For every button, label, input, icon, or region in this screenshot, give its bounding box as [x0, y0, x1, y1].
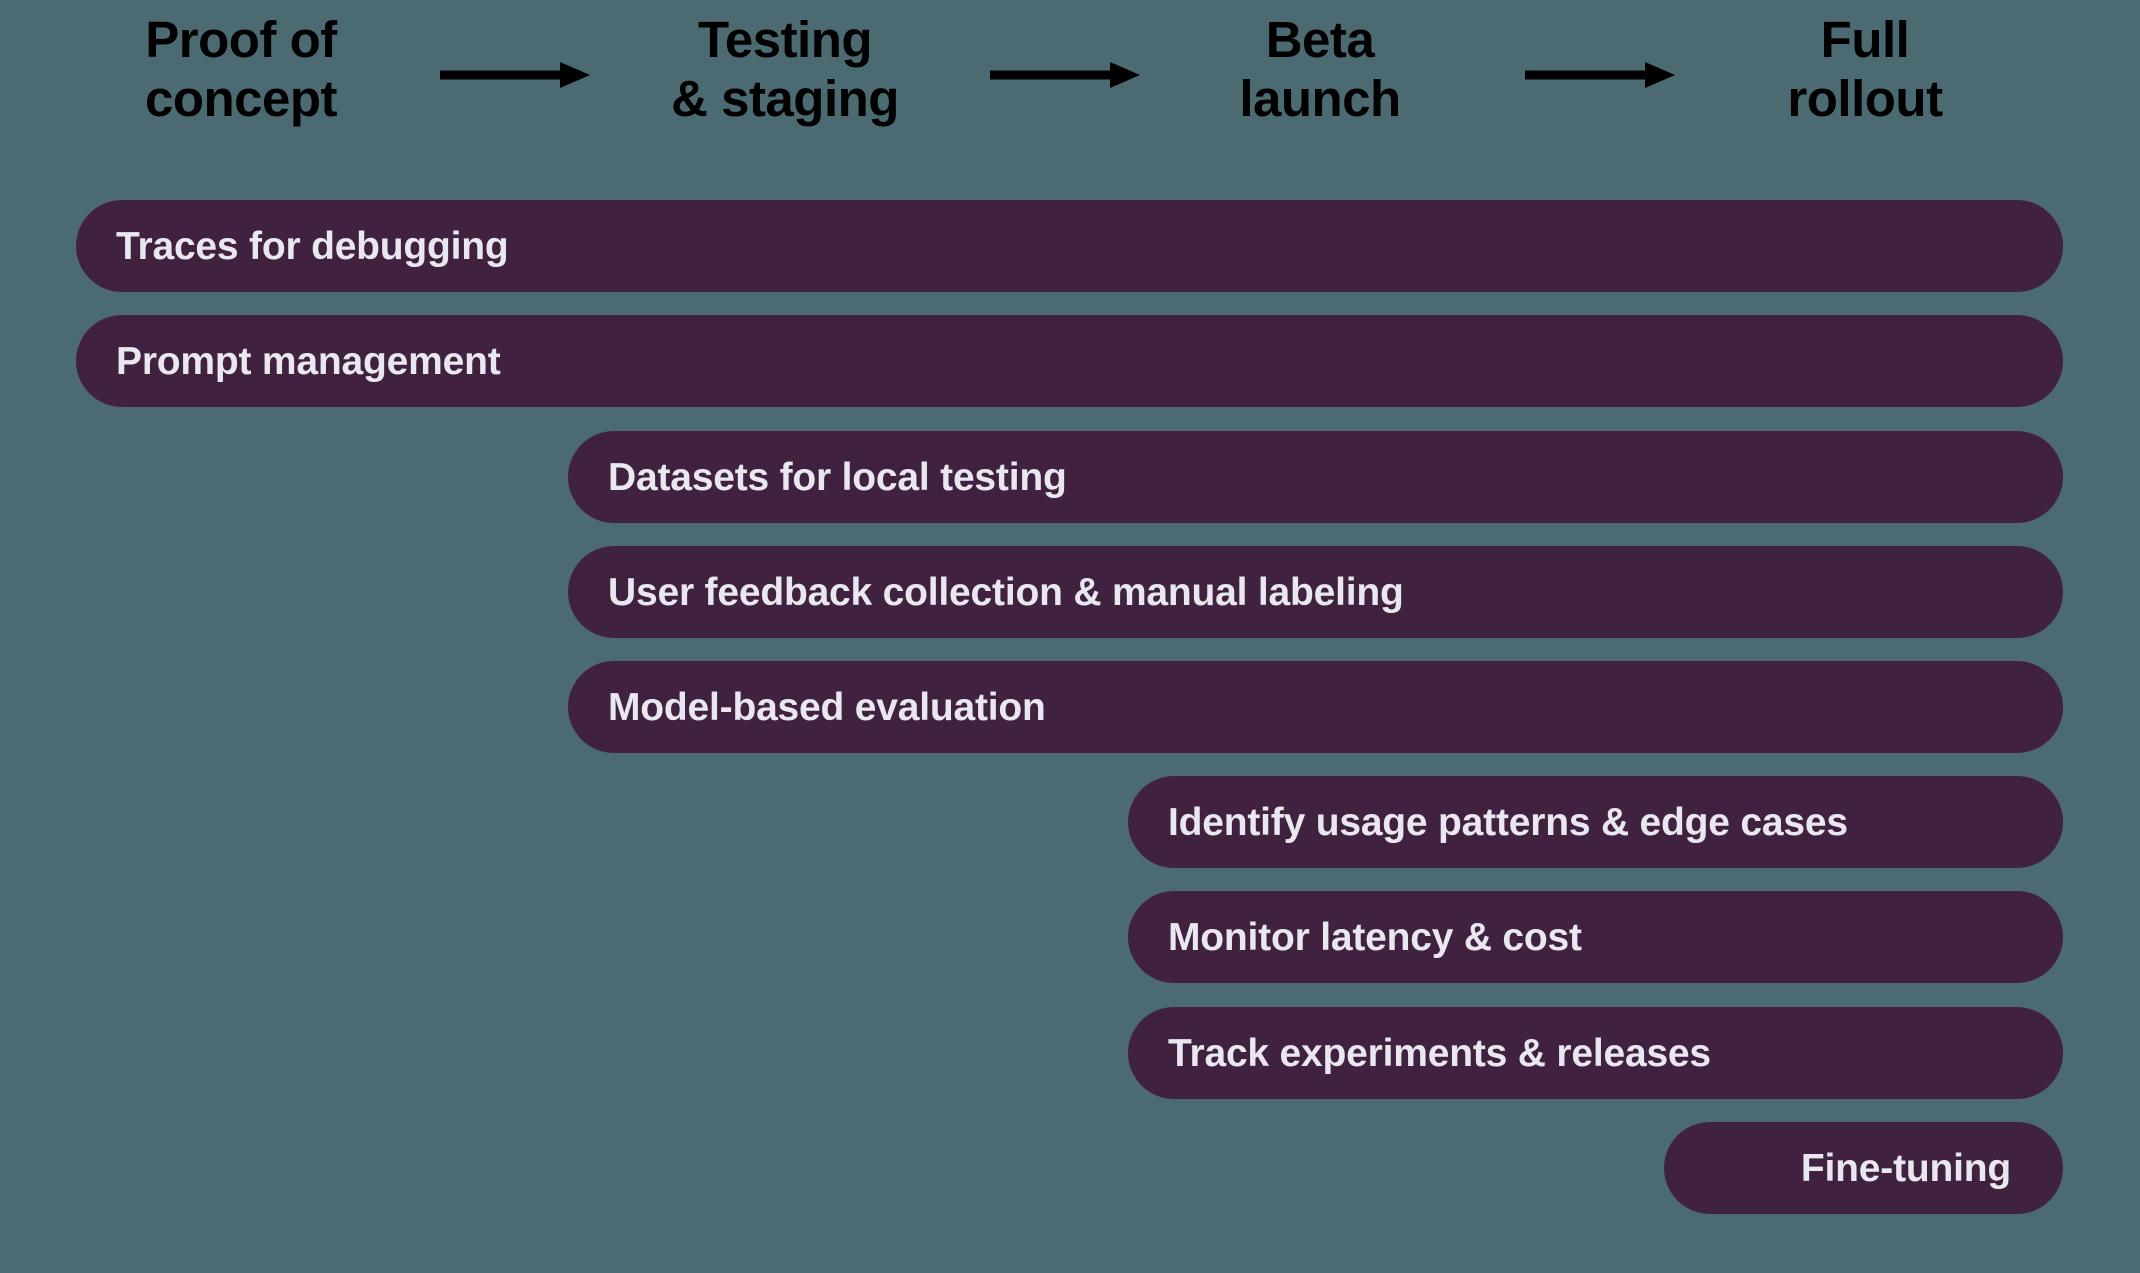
pill-label: Identify usage patterns & edge cases	[1168, 800, 1848, 844]
pill-label: Fine-tuning	[1800, 1146, 2011, 1190]
pill-datasets-for-local-testing[interactable]: Datasets for local testing	[568, 431, 2063, 523]
pill-prompt-management[interactable]: Prompt management	[76, 315, 2063, 407]
pill-label: Model-based evaluation	[608, 685, 1046, 729]
pill-label: User feedback collection & manual labeli…	[608, 570, 1404, 614]
arrow-right-icon	[1525, 62, 1675, 88]
pill-user-feedback-collection[interactable]: User feedback collection & manual labeli…	[568, 546, 2063, 638]
pill-label: Datasets for local testing	[608, 455, 1067, 499]
stage-label-line-1: Proof of	[145, 11, 337, 68]
pill-model-based-evaluation[interactable]: Model-based evaluation	[568, 661, 2063, 753]
pill-label: Prompt management	[116, 339, 501, 383]
pill-identify-usage-patterns[interactable]: Identify usage patterns & edge cases	[1128, 776, 2063, 868]
arrow-right-icon	[990, 62, 1140, 88]
stage-label-line-1: Testing	[697, 11, 873, 68]
stage-label-line-2: & staging	[671, 70, 899, 128]
stage-label-testing-and-staging: Testing& staging	[620, 10, 950, 128]
pill-traces-for-debugging[interactable]: Traces for debugging	[76, 200, 2063, 292]
pill-fine-tuning[interactable]: Fine-tuning	[1664, 1122, 2063, 1214]
pill-label: Traces for debugging	[116, 224, 509, 268]
stage-label-line-2: launch	[1239, 70, 1401, 128]
stage-label-line-2: concept	[144, 70, 338, 128]
pill-track-experiments-and-releases[interactable]: Track experiments & releases	[1128, 1007, 2063, 1099]
arrow-right-icon	[440, 62, 590, 88]
pill-label: Track experiments & releases	[1168, 1031, 1711, 1075]
pill-label: Monitor latency & cost	[1168, 915, 1582, 959]
stage-label-line-1: Full	[1820, 11, 1910, 68]
stage-label-line-2: rollout	[1787, 70, 1943, 128]
pill-monitor-latency-and-cost[interactable]: Monitor latency & cost	[1128, 891, 2063, 983]
stage-label-line-1: Beta	[1265, 11, 1375, 68]
